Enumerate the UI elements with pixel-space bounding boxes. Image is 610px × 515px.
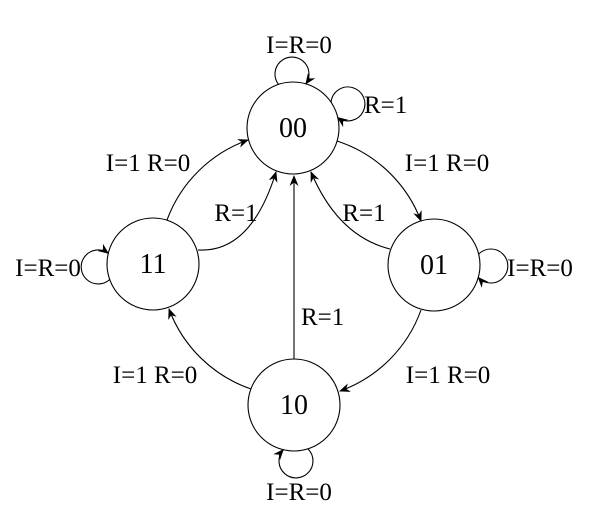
transition-arc-01-to-00-reset (310, 171, 391, 250)
transition-label-01-to-00-reset: R=1 (342, 200, 385, 227)
state-label-00: 00 (279, 113, 307, 144)
transition-label-00-self-top: I=R=0 (266, 32, 332, 59)
state-label-11: 11 (140, 249, 167, 280)
transition-label-10-self: I=R=0 (266, 479, 332, 506)
transition-label-11-to-00-reset: R=1 (214, 200, 257, 227)
state-label-10: 10 (280, 390, 308, 421)
transition-label-00-self-right: R=1 (364, 92, 407, 119)
transition-label-00-to-01: I=1 R=0 (405, 150, 489, 177)
self-loop-11-left (80, 243, 111, 285)
state-label-01: 01 (420, 250, 448, 281)
transition-arc-10-to-11 (168, 308, 252, 390)
transition-label-11-self: I=R=0 (15, 255, 81, 282)
self-loop-01-right (477, 248, 509, 288)
state-circle-10 (247, 358, 341, 452)
transition-label-01-to-10: I=1 R=0 (406, 362, 490, 389)
transition-label-10-to-11: I=1 R=0 (113, 362, 197, 389)
transition-arc-11-to-00 (166, 139, 249, 221)
transition-arc-01-to-10 (339, 309, 422, 392)
self-loop-00-top (274, 56, 316, 85)
transition-arc-11-to-00-reset (197, 171, 278, 251)
state-circle-01 (387, 218, 481, 312)
transition-arc-00-to-01 (336, 140, 422, 222)
self-loop-10-bottom (273, 448, 314, 479)
self-loop-00-right (330, 86, 366, 128)
state-circle-00 (246, 81, 340, 175)
state-circle-11 (106, 217, 200, 311)
transition-label-11-to-00: I=1 R=0 (106, 150, 190, 177)
transition-label-10-to-00-reset: R=1 (301, 304, 344, 331)
transition-label-01-self: I=R=0 (507, 255, 573, 282)
